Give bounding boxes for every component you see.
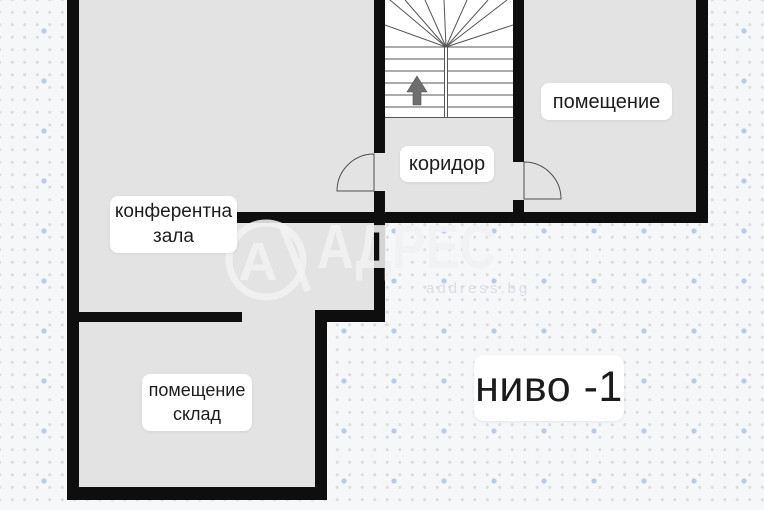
level-label-text: ниво -1 xyxy=(475,363,623,412)
wall-middle-horizontal xyxy=(237,212,708,223)
conference-room-floor xyxy=(79,0,374,312)
left-door-opening xyxy=(374,153,385,191)
conference-room-label: конферентна зала xyxy=(110,196,237,253)
watermark-website-text: address.bg xyxy=(426,280,531,297)
level-label: ниво -1 xyxy=(474,355,624,421)
storage-room-label: помещение склад xyxy=(142,374,252,431)
right-room-label: помещение xyxy=(541,83,672,120)
corridor-label-text: коридор xyxy=(408,153,486,175)
stairs-up-arrow-icon xyxy=(406,75,428,106)
wall-right-outer xyxy=(696,0,708,223)
wall-corridor-left-lower xyxy=(374,191,385,322)
wall-left-outer xyxy=(67,0,79,500)
wall-bottom-outer xyxy=(67,487,327,500)
wall-storage-right xyxy=(315,310,327,500)
conference-room-label-line2: зала xyxy=(153,225,194,247)
wall-stairwell-right-upper xyxy=(513,0,524,162)
right-door-opening xyxy=(513,162,524,200)
stairs-drawing xyxy=(384,0,514,118)
storage-room-label-line1: помещение xyxy=(148,380,246,401)
wall-corridor-right-lower xyxy=(513,200,524,212)
wall-storage-top xyxy=(67,312,242,322)
right-room-label-text: помещение xyxy=(552,90,661,113)
conference-room-label-line1: конферентна xyxy=(114,200,233,222)
corridor-label: коридор xyxy=(400,146,494,182)
stairwell xyxy=(384,0,514,118)
wall-stairwell-left-upper xyxy=(374,0,385,153)
wall-step-horizontal xyxy=(315,310,385,322)
storage-room-label-line2: склад xyxy=(172,403,222,424)
